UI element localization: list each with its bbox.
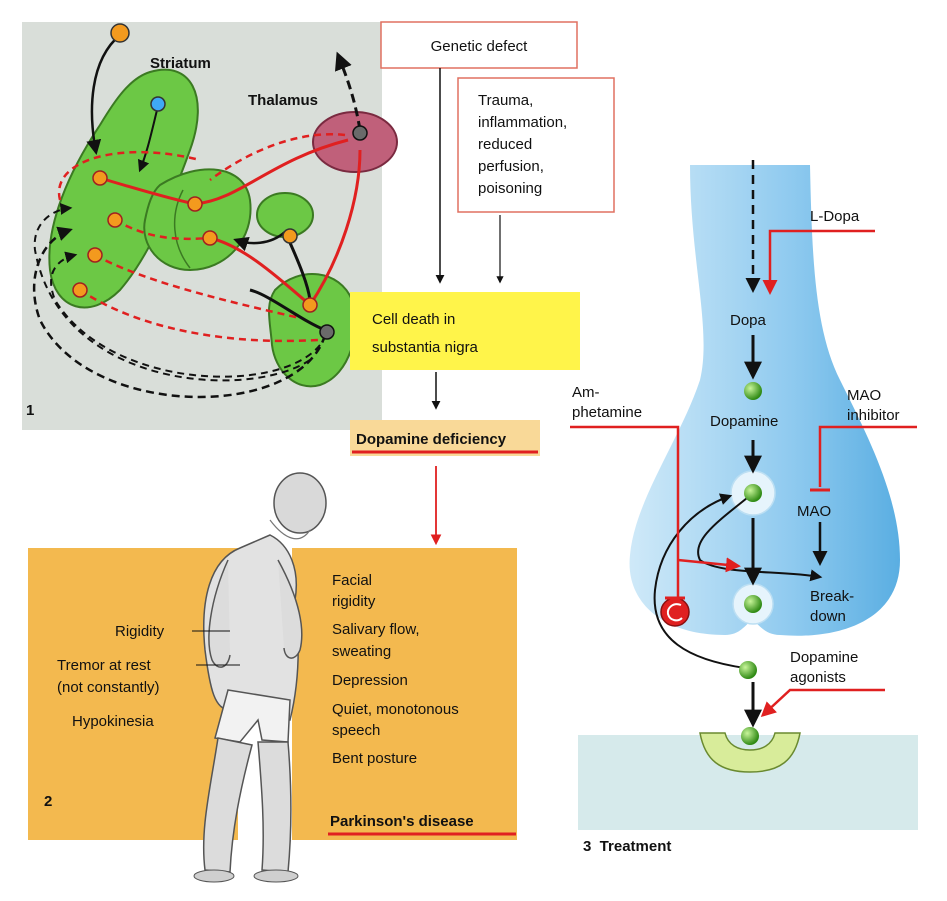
dopamine-receptor xyxy=(699,732,801,773)
mao-label: MAO xyxy=(797,503,831,520)
dopa-label: Dopa xyxy=(730,312,767,329)
cell-death-line: Cell death in xyxy=(372,311,455,328)
genetic-defect-label: Genetic defect xyxy=(431,38,529,55)
left-symptom-item: Rigidity xyxy=(115,623,165,640)
panel-1-number: 1 xyxy=(26,402,34,419)
dopamine-deficiency-box xyxy=(350,420,540,456)
right-symptom-item: Bent posture xyxy=(332,750,417,767)
right-symptom-item: sweating xyxy=(332,643,391,660)
cell-death-label: Cell death in substantia nigra xyxy=(372,311,479,356)
interneuron xyxy=(150,96,166,112)
breakdown-line: Break- xyxy=(810,588,854,605)
agonists-line: Dopamine xyxy=(790,649,858,666)
parkinsons-disease-label: Parkinson's disease xyxy=(330,813,474,830)
dopamine-molecules xyxy=(739,382,762,745)
thalamus-shape xyxy=(312,111,398,173)
dopamine-deficiency-label: Dopamine deficiency xyxy=(356,431,507,448)
panel-2-left-background xyxy=(28,548,238,840)
genetic-defect-box xyxy=(380,21,578,69)
left-symptom-item: Tremor at rest xyxy=(57,657,151,674)
trauma-line: inflammation, xyxy=(478,114,567,131)
right-symptom-item: Facial xyxy=(332,572,372,589)
mao-inhibitor-line: MAO xyxy=(847,387,881,404)
cause-flow: Genetic defect Trauma, inflammation, reduc… xyxy=(350,21,615,546)
trauma-label: Trauma, inflammation, reduced perfusion, poi… xyxy=(478,92,567,197)
globus-pallidus-shape xyxy=(143,168,252,272)
panel-2-right-background xyxy=(292,548,517,840)
cortical-input-neuron xyxy=(110,23,130,43)
trauma-box xyxy=(457,77,615,213)
treatment-caption: 3 Treatment xyxy=(583,838,671,855)
left-symptom-item: Hypokinesia xyxy=(72,713,154,730)
synapse-nodes xyxy=(72,125,368,340)
striatum-shape xyxy=(48,68,199,309)
amphetamine-line: phetamine xyxy=(572,404,642,421)
mao-inhibitor-line: inhibitor xyxy=(847,407,900,424)
amphetamine-line: Am- xyxy=(572,384,600,401)
thalamus-label: Thalamus xyxy=(248,92,318,109)
breakdown-label: Break-down xyxy=(810,588,854,625)
substantia-nigra-shape xyxy=(268,273,357,388)
right-symptom-item: Quiet, monotonous xyxy=(332,701,459,718)
right-symptom-item: Salivary flow, xyxy=(332,621,420,638)
trauma-line: Trauma, xyxy=(478,92,533,109)
agonists-line: agonists xyxy=(790,669,846,686)
trauma-line: poisoning xyxy=(478,180,542,197)
dopamine-agonists-label: Dopamine agonists xyxy=(790,649,858,686)
trauma-line: reduced xyxy=(478,136,532,153)
amphetamine-label: Am-phetamine xyxy=(572,384,642,421)
panel-3-treatment: L-Dopa Dopa Dopamine MAO inhibitor MAO Am… xyxy=(570,160,918,855)
trauma-line: perfusion, xyxy=(478,158,544,175)
right-symptom-item: rigidity xyxy=(332,593,376,610)
l-dopa-label: L-Dopa xyxy=(810,208,860,225)
left-symptom-item: (not constantly) xyxy=(57,679,160,696)
panel-2-number: 2 xyxy=(44,793,52,810)
right-symptom-item: Depression xyxy=(332,672,408,689)
breakdown-line: down xyxy=(810,608,846,625)
cell-death-line: substantia nigra xyxy=(372,339,479,356)
cell-death-box xyxy=(350,292,580,370)
dopamine-transporter xyxy=(660,596,690,627)
mao-inhibitor-label: MAO inhibitor xyxy=(847,387,900,424)
right-symptom-item: speech xyxy=(332,722,380,739)
presynaptic-neuron xyxy=(629,165,900,636)
dopamine-label: Dopamine xyxy=(710,413,778,430)
striatum-label: Striatum xyxy=(150,55,211,72)
panel-1-basal-ganglia: Striatum Thalamus xyxy=(22,22,398,430)
